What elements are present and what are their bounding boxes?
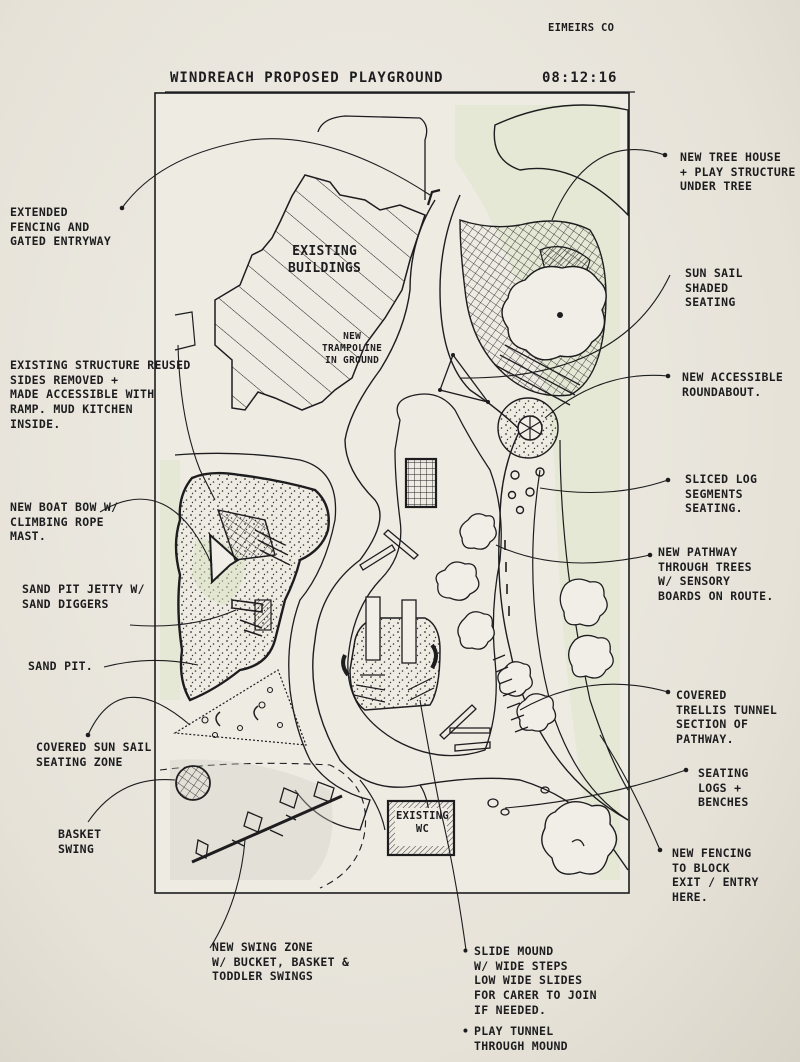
bullet-play-tunnel: •: [462, 1024, 470, 1038]
tree-trunk-mark: [571, 839, 585, 847]
roundabout-spokes: [519, 416, 541, 440]
tree-trunk: [557, 312, 563, 318]
jetty-deck: [254, 599, 272, 631]
seating-stones: [201, 686, 284, 739]
swing-legs: [195, 781, 335, 859]
sliced-log-seats: [507, 467, 545, 515]
boat-bow: [208, 532, 240, 585]
annotation-roundabout: New accessible roundabout.: [682, 370, 784, 399]
sun-sail-seating-zone: [173, 669, 307, 746]
trampoline: [404, 457, 438, 509]
boat-ramp: [254, 529, 291, 566]
annotation-sun-sail-shaded: Sun sail shaded seating: [685, 266, 743, 310]
drawing-date: 08:12:16: [542, 70, 618, 86]
sail-seat-c1: [215, 711, 221, 727]
annotation-sand-pit-jetty: Sand pit jetty w/ sand diggers: [22, 582, 145, 611]
trellis-tunnel: [492, 654, 529, 733]
page-title: Windreach Proposed Playground: [170, 70, 444, 86]
bullet-slide-mound: •: [462, 944, 470, 958]
mound-steps-right: [407, 677, 435, 701]
annotation-tree-house: New tree house + play structure under tr…: [680, 150, 796, 194]
annotation-boat-bow: New boat bow w/ climbing rope mast.: [10, 500, 119, 544]
sand-pit: [174, 471, 330, 702]
annotation-sun-sail-zone: Covered sun sail seating zone: [36, 740, 152, 769]
annotation-new-pathway: New pathway through trees w/ sensory boa…: [658, 545, 774, 604]
entry-path: [317, 115, 428, 200]
slide-2: [401, 599, 417, 664]
boat-structure: [216, 509, 276, 561]
existing-buildings-label: Existing Buildings: [288, 244, 362, 276]
annotation-swing-zone: New swing zone w/ bucket, basket & toddl…: [212, 940, 350, 984]
annotation-new-fencing: New fencing to block exit / entry here.: [672, 846, 759, 905]
existing-wc-label: Existing WC: [396, 810, 449, 836]
trampoline-label: New trampoline in ground: [322, 331, 383, 367]
main-path-left-edge: [312, 199, 629, 871]
sail-post: [438, 388, 442, 392]
annotation-sliced-log: Sliced log segments seating.: [685, 472, 758, 516]
slide-1: [365, 596, 381, 661]
annotation-slide-mound: Slide mound w/ wide steps low wide slide…: [474, 944, 597, 1017]
annotation-seating-logs: Seating logs + benches: [698, 766, 749, 810]
lawn-tint-left: [160, 460, 180, 700]
mound-steps-left: [353, 674, 386, 703]
tree-bottom-right: [541, 800, 618, 875]
swing-zone-border: [159, 762, 367, 889]
basket-swing: [175, 765, 211, 801]
main-path-right-edge: [439, 194, 629, 821]
sail-post: [486, 400, 490, 404]
annotation-structure-reused: Existing structure reused sides removed …: [10, 358, 191, 431]
company-mark: Eimeirs co: [548, 22, 615, 34]
play-tunnel: [341, 643, 438, 677]
path-island: [347, 393, 502, 757]
sail-post: [451, 353, 455, 357]
annotation-fencing-gated: Extended fencing and gated entryway: [10, 205, 112, 249]
sail-seat-c2: [253, 705, 259, 721]
annotation-trellis-tunnel: Covered trellis tunnel section of pathwa…: [676, 688, 778, 747]
annotation-basket-swing: Basket swing: [58, 827, 102, 856]
annotation-sand-pit: Sand pit.: [28, 659, 94, 673]
slide-mound: [349, 617, 441, 711]
annotation-play-tunnel: Play tunnel through mound: [474, 1024, 568, 1053]
